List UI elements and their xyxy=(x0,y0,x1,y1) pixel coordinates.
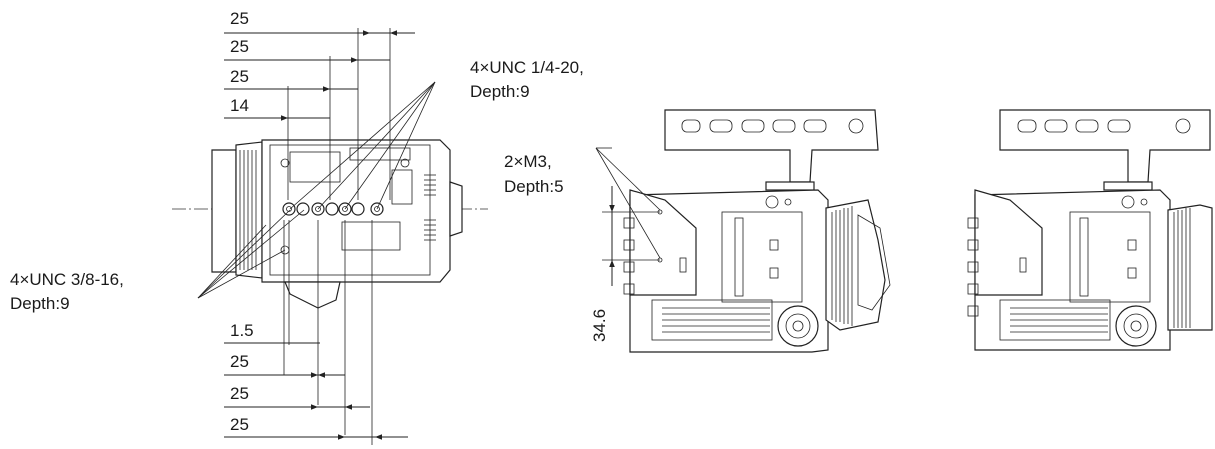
top-dimension-lines xyxy=(224,28,415,200)
bottom-dim-4: 25 xyxy=(230,415,249,434)
bottom-holes-callout-line2: Depth:9 xyxy=(10,294,70,313)
top-dim-2: 25 xyxy=(230,37,249,56)
iso-view-camera-right xyxy=(967,109,1213,351)
top-view-camera xyxy=(172,81,488,309)
bottom-holes-callout-line1: 4×UNC 3/8-16, xyxy=(10,270,124,289)
side-holes-callout-line1: 2×M3, xyxy=(504,152,552,171)
bottom-dimension-lines xyxy=(224,220,408,445)
bottom-dim-1: 1.5 xyxy=(230,321,254,340)
bottom-dim-2: 25 xyxy=(230,352,249,371)
iso-view-camera-left xyxy=(595,109,891,353)
top-holes-callout-line1: 4×UNC 1/4-20, xyxy=(470,58,584,77)
top-dim-4: 14 xyxy=(230,96,249,115)
top-holes-callout-line2: Depth:9 xyxy=(470,82,530,101)
side-holes-callout-line2: Depth:5 xyxy=(504,177,564,196)
bottom-dim-3: 25 xyxy=(230,384,249,403)
side-dim: 34.6 xyxy=(590,309,609,342)
top-dim-3: 25 xyxy=(230,67,249,86)
top-dim-1: 25 xyxy=(230,9,249,28)
